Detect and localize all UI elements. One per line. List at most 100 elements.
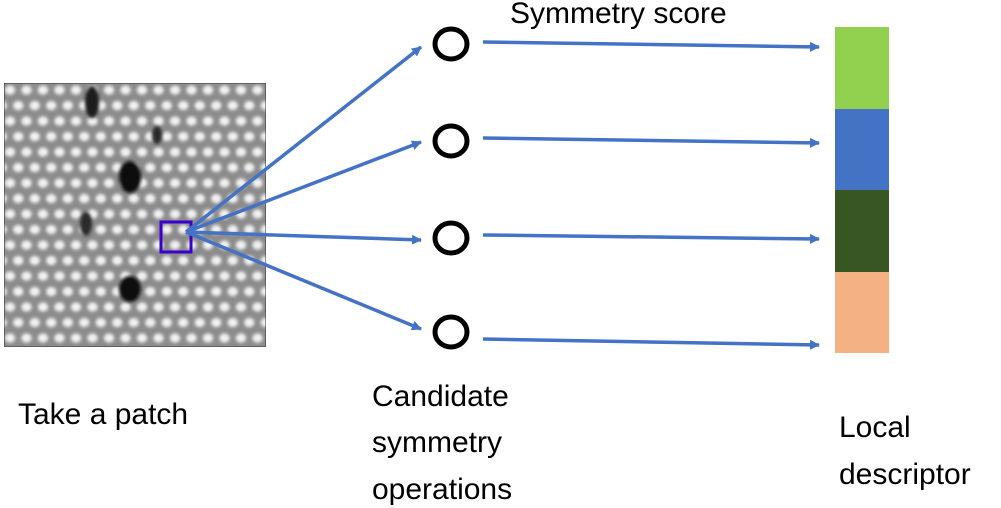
score-segment-3 bbox=[835, 190, 889, 272]
circle-icon bbox=[432, 123, 470, 159]
defect-regions bbox=[80, 86, 162, 302]
atom-dot bbox=[186, 302, 197, 312]
atom-dot bbox=[29, 193, 40, 204]
atom-dot bbox=[227, 100, 238, 111]
atom-dot bbox=[103, 302, 115, 312]
atom-dot bbox=[95, 255, 106, 266]
atom-dot bbox=[235, 240, 247, 250]
atom-dot bbox=[145, 224, 156, 235]
atom-dot bbox=[211, 193, 222, 204]
atom-dot bbox=[37, 116, 49, 126]
atom-dot bbox=[252, 240, 263, 250]
atom-dot bbox=[195, 349, 205, 358]
atom-dot bbox=[219, 333, 230, 343]
atom-dot bbox=[46, 131, 57, 142]
candidate-to-descriptor-arrows bbox=[482, 40, 820, 350]
atom-dot bbox=[153, 209, 164, 219]
atom-dot bbox=[128, 255, 139, 266]
local-descriptor-label-line2: descriptor bbox=[839, 458, 971, 491]
atom-dot bbox=[13, 162, 24, 173]
defect-dark-3 bbox=[119, 276, 141, 302]
atom-dot bbox=[104, 364, 114, 373]
atom-dot bbox=[252, 178, 263, 188]
circle-icon bbox=[432, 314, 470, 350]
atom-dot bbox=[219, 302, 230, 312]
atom-dot bbox=[79, 255, 90, 266]
atom-dot bbox=[70, 85, 82, 95]
atom-dot bbox=[54, 333, 65, 343]
atom-dot bbox=[79, 193, 90, 204]
atom-dot bbox=[137, 364, 147, 373]
atom-dot bbox=[87, 333, 98, 343]
atom-dot bbox=[71, 364, 81, 373]
atom-dot bbox=[128, 100, 139, 111]
arrow-icon bbox=[482, 136, 820, 148]
atom-dot bbox=[21, 116, 32, 126]
atom-dot bbox=[136, 240, 148, 250]
atom-dot bbox=[269, 116, 279, 125]
atom-dot bbox=[277, 349, 287, 358]
atom-dot bbox=[54, 116, 65, 126]
atom-dot bbox=[145, 255, 156, 266]
atom-dot bbox=[186, 364, 196, 373]
defect-dark-4 bbox=[80, 212, 92, 236]
atom-dot bbox=[62, 193, 73, 204]
atom-dot bbox=[161, 224, 172, 235]
atom-dot bbox=[227, 162, 238, 173]
atom-dot bbox=[120, 240, 131, 250]
atom-dot bbox=[153, 116, 164, 126]
circle-icon bbox=[432, 220, 470, 256]
atom-dot bbox=[4, 85, 16, 95]
atom-dot bbox=[87, 240, 98, 250]
atom-dot bbox=[244, 193, 255, 204]
atom-dot bbox=[70, 209, 82, 219]
atom-dot bbox=[4, 256, 7, 265]
atom-dot bbox=[252, 333, 263, 343]
atom-dot bbox=[112, 317, 123, 328]
atom-dot bbox=[13, 193, 24, 204]
atom-dot bbox=[79, 162, 90, 173]
atom-dot bbox=[70, 271, 82, 281]
atom-dot bbox=[21, 147, 32, 157]
atom-dot bbox=[169, 178, 181, 188]
atom-dot bbox=[219, 271, 230, 281]
atom-dot bbox=[37, 85, 49, 95]
atom-dot bbox=[37, 333, 49, 343]
atom-dot bbox=[128, 193, 139, 204]
atom-dot bbox=[145, 162, 156, 173]
atom-dot bbox=[162, 349, 172, 358]
atom-dot bbox=[236, 364, 246, 373]
atom-dot bbox=[136, 209, 148, 219]
atom-dot bbox=[269, 302, 279, 311]
atom-dot bbox=[21, 85, 32, 95]
atom-dot bbox=[21, 364, 31, 373]
atom-dot bbox=[252, 85, 263, 95]
candidate-label-line2: symmetry bbox=[372, 426, 502, 459]
atom-dot bbox=[4, 287, 7, 296]
atom-dot bbox=[277, 318, 287, 327]
atom-dot bbox=[219, 116, 230, 126]
atom-dot bbox=[219, 178, 230, 188]
atom-dot bbox=[21, 209, 32, 219]
atom-dot bbox=[4, 132, 7, 141]
atom-dot bbox=[21, 302, 32, 312]
atom-dot bbox=[95, 286, 106, 297]
atom-dot bbox=[13, 255, 24, 266]
atom-dot bbox=[54, 178, 65, 188]
atom-dot bbox=[186, 178, 197, 188]
atom-dot bbox=[29, 255, 40, 266]
atom-dot bbox=[153, 147, 164, 157]
atom-dot bbox=[103, 271, 115, 281]
atom-dot bbox=[4, 116, 16, 126]
atom-dot bbox=[4, 302, 16, 312]
score-segment-1 bbox=[835, 27, 889, 109]
atom-dot bbox=[194, 131, 205, 142]
atom-dot bbox=[161, 131, 172, 142]
atom-dot bbox=[194, 255, 205, 266]
atom-dot bbox=[260, 286, 266, 297]
atom-dot bbox=[178, 317, 189, 328]
atom-dot bbox=[79, 286, 90, 297]
atom-dot bbox=[37, 240, 49, 250]
candidate-label-line1: Candidate bbox=[372, 380, 509, 413]
atom-dot bbox=[260, 131, 266, 142]
